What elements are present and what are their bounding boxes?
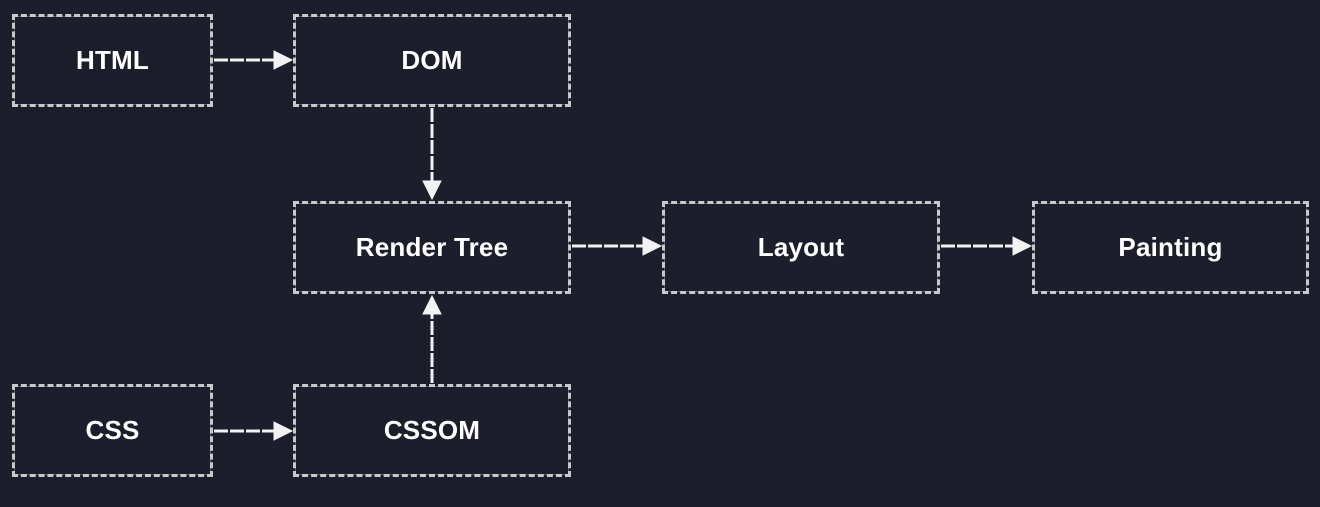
node-cssom-label: CSSOM <box>383 415 481 445</box>
node-html-label: HTML <box>76 45 149 75</box>
node-painting-label: Painting <box>1118 232 1223 262</box>
node-html: HTML <box>12 14 213 107</box>
edge-render-tree-to-layout <box>572 236 663 256</box>
edge-layout-to-painting <box>941 236 1033 256</box>
node-css: CSS <box>12 384 213 477</box>
node-cssom: CSSOM <box>293 384 571 477</box>
node-render-tree: Render Tree <box>293 201 571 294</box>
node-layout: Layout <box>662 201 940 294</box>
node-dom-label: DOM <box>401 45 463 75</box>
node-layout-label: Layout <box>757 232 845 262</box>
edge-cssom-to-render-tree <box>422 294 442 383</box>
edge-dom-to-render-tree <box>422 108 442 201</box>
node-css-label: CSS <box>85 415 140 445</box>
edge-css-to-cssom <box>214 421 294 441</box>
edge-html-to-dom <box>214 50 294 70</box>
node-painting: Painting <box>1032 201 1309 294</box>
node-dom: DOM <box>293 14 571 107</box>
node-render-tree-label: Render Tree <box>355 232 509 262</box>
